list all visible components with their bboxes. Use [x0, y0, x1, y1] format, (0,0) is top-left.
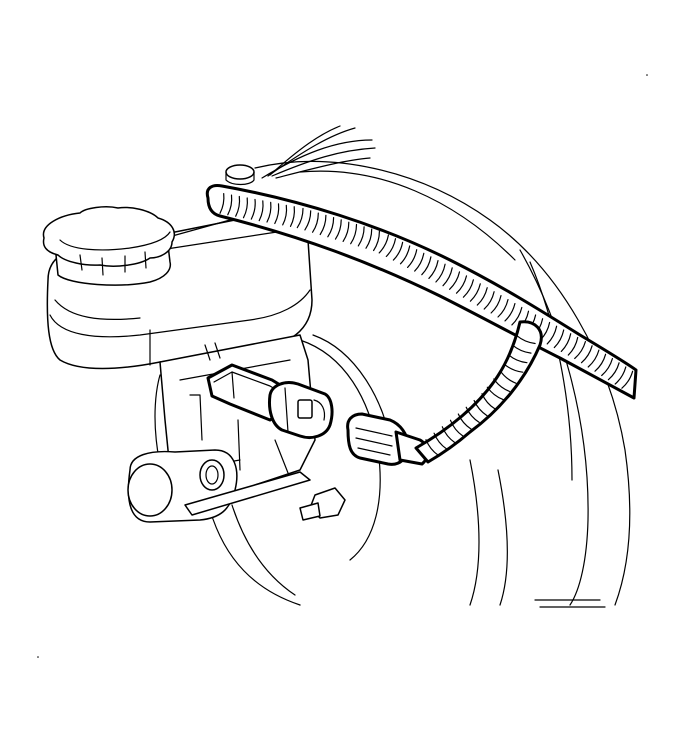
conduit-rib — [511, 306, 523, 326]
conduit-rib — [385, 238, 397, 258]
conduit-rib — [392, 241, 404, 261]
conduit-rib — [428, 260, 439, 279]
conduit-rib — [574, 341, 586, 360]
conduit-rib — [516, 335, 536, 345]
conduit-rib — [435, 263, 446, 283]
conduit-rib — [342, 221, 350, 242]
conduit-rib — [614, 366, 627, 385]
mounting-bolt — [299, 487, 346, 521]
conduit-rib — [296, 207, 304, 229]
conduit-rib — [399, 245, 411, 265]
conduit-rib — [378, 234, 389, 254]
conduit-rib — [235, 195, 241, 217]
conduit-rib — [282, 204, 288, 226]
conduit-rib — [266, 201, 272, 223]
conduit-rib — [601, 358, 613, 377]
conduit-rib — [258, 200, 264, 222]
conduit-rib — [473, 399, 488, 417]
conduit-rib — [594, 353, 607, 372]
conduit-rib — [483, 291, 495, 310]
conduit-rib — [504, 303, 516, 322]
conduit-rib — [512, 344, 532, 354]
conduit-rib — [242, 197, 248, 219]
conduit-rib — [560, 333, 572, 352]
conduit-rib — [449, 419, 464, 437]
conduit-rib — [507, 354, 528, 364]
conduit-rib — [365, 228, 373, 249]
conduit-rib — [462, 279, 474, 298]
master-cylinder — [42, 206, 346, 523]
conduit-rib — [421, 256, 432, 276]
conduit-rib — [274, 203, 280, 225]
conduit-rib — [553, 329, 565, 349]
conduit-rib — [607, 362, 620, 381]
conduit-rib — [465, 406, 480, 423]
wire-strands — [261, 125, 376, 179]
conduit-rib — [503, 363, 524, 373]
reservoir-cap-icon — [42, 206, 176, 286]
conduit-rib — [457, 413, 472, 430]
conduit-ribs-branch — [425, 335, 536, 456]
conduit-rib — [327, 217, 335, 238]
conduit-rib — [497, 299, 509, 318]
conduit-rib — [469, 283, 481, 302]
conduit-rib — [490, 295, 502, 314]
conduit-rib — [407, 249, 418, 268]
conduit-rib — [312, 212, 319, 233]
conduit-rib — [304, 210, 312, 231]
conduit-rib — [334, 219, 342, 240]
conduit-rib — [289, 206, 295, 227]
conduit-rib — [227, 194, 233, 216]
booster-top-dome — [225, 164, 255, 186]
speck — [37, 656, 39, 658]
conduit-rib — [493, 378, 511, 392]
conduit-rib — [350, 223, 358, 245]
conduit-rib — [425, 439, 439, 456]
conduit-rib — [219, 193, 225, 214]
conduit-rib — [455, 275, 468, 294]
conduit-rib — [441, 426, 456, 444]
conduit-rib — [414, 252, 425, 272]
harness-connector-icon — [346, 412, 429, 466]
conduit-rib — [442, 267, 453, 287]
conduit-rib — [433, 432, 448, 450]
conduit-rib — [481, 393, 496, 410]
conduit-rib — [621, 370, 634, 389]
speck — [646, 74, 648, 76]
brake-booster — [209, 160, 631, 608]
conduit-rib — [357, 226, 365, 247]
conduit-rib — [499, 370, 517, 384]
fluid-level-sensor-icon — [206, 363, 334, 440]
conduit-rib — [587, 349, 600, 368]
conduit-rib — [546, 325, 558, 345]
conduit-rib — [580, 345, 593, 364]
conduit-rib — [449, 271, 461, 290]
conduit-rib — [250, 198, 256, 220]
conduit-rib — [373, 230, 380, 252]
wiring-harness-icon — [205, 184, 638, 464]
conduit-rib — [486, 386, 504, 401]
conduit-rib — [567, 336, 579, 356]
conduit-rib — [319, 214, 327, 236]
cylinder-end-port — [127, 449, 238, 523]
conduit-rib — [476, 287, 488, 306]
